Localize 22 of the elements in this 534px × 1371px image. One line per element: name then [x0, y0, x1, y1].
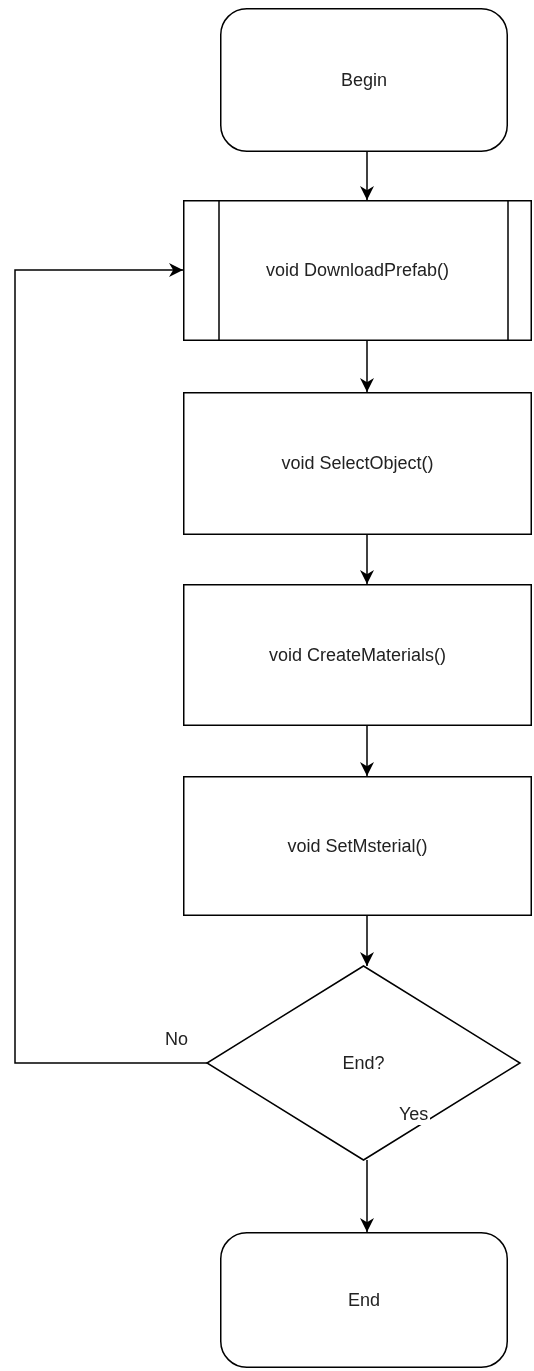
arrow	[360, 915, 374, 967]
arrow	[360, 1159, 374, 1233]
node-label: void SetMsterial()	[287, 834, 428, 858]
node-label: void SelectObject()	[281, 452, 434, 476]
process-box	[183, 584, 532, 726]
terminal-box	[220, 1232, 508, 1368]
edge-label: Yes	[397, 1104, 431, 1125]
subroutine-box	[183, 200, 532, 341]
node-label: End	[348, 1288, 380, 1312]
node-label: void DownloadPrefab()	[265, 259, 450, 283]
arrow	[360, 534, 374, 585]
process-box	[183, 776, 532, 916]
arrow	[360, 725, 374, 777]
node-label: void CreateMaterials()	[268, 643, 447, 667]
node-label: End?	[342, 1051, 385, 1075]
terminal-box	[220, 8, 508, 152]
arrow	[14, 263, 208, 1064]
arrow	[360, 340, 374, 393]
process-box	[183, 392, 532, 535]
decision-diamond	[207, 966, 520, 1160]
arrow	[360, 151, 374, 201]
node-label: Begin	[340, 68, 387, 92]
